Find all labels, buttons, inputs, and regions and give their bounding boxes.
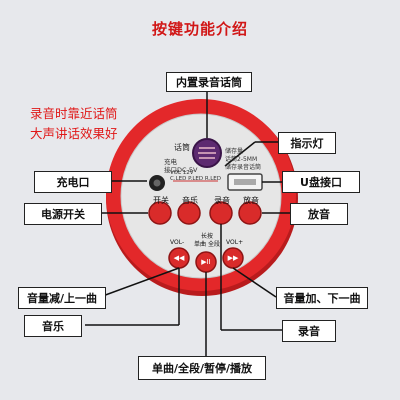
record-button-label: 录音 [214, 196, 230, 205]
play-button-label: 放音 [243, 196, 259, 205]
prev-icon: ◀◀ [173, 254, 185, 262]
mic-label: 话筒 [174, 143, 190, 152]
callout-play: 放音 [290, 203, 348, 225]
callout-music: 音乐 [24, 315, 82, 337]
callout-lines [85, 88, 290, 356]
callout-record: 录音 [282, 320, 336, 342]
play-button-shape [238, 201, 262, 225]
page-title: 按键功能介绍 [151, 20, 248, 38]
led-text: C.LED P.LED R.LED [170, 176, 221, 182]
vol-minus-label: VOL- [170, 239, 185, 246]
spec-text-1: 储存量 [225, 148, 244, 155]
pause-play-icon: ▶II [201, 258, 211, 266]
control-panel [120, 113, 282, 279]
mode-text-1: 长按 [200, 233, 213, 240]
music-button-shape [177, 201, 201, 225]
mode-text-2: 单曲 全段 [194, 241, 220, 248]
charge-text-2: 接口DC-5V [164, 166, 198, 174]
callout-mode: 单曲/全段/暂停/播放 [138, 356, 266, 380]
charge-text-1: 充电 [164, 158, 177, 166]
note-line-2: 大声讲话效果好 [30, 126, 118, 141]
callout-charge: 充电口 [34, 171, 112, 193]
power-button-shape [148, 201, 172, 225]
vol-text: VOL 12V [170, 170, 194, 176]
callout-power: 电源开关 [24, 203, 102, 225]
callout-indicator: 指示灯 [278, 132, 336, 154]
spec-text-2: 话筒2-5MM [225, 156, 258, 163]
spec-text-3: 储存录音话筒 [225, 164, 262, 171]
power-button-label: 开关 [153, 196, 169, 205]
vol-plus-label: VOL+ [226, 239, 244, 246]
callout-mic: 内置录音话筒 [166, 72, 252, 92]
callout-vol-down: 音量减/上一曲 [18, 287, 106, 309]
callout-vol-up: 音量加、下一曲 [276, 287, 368, 309]
callout-usb: U盘接口 [282, 171, 360, 193]
music-button-label: 音乐 [182, 196, 198, 205]
note-line-1: 录音时靠近话筒 [30, 106, 118, 121]
next-icon: ▶▶ [227, 254, 239, 262]
